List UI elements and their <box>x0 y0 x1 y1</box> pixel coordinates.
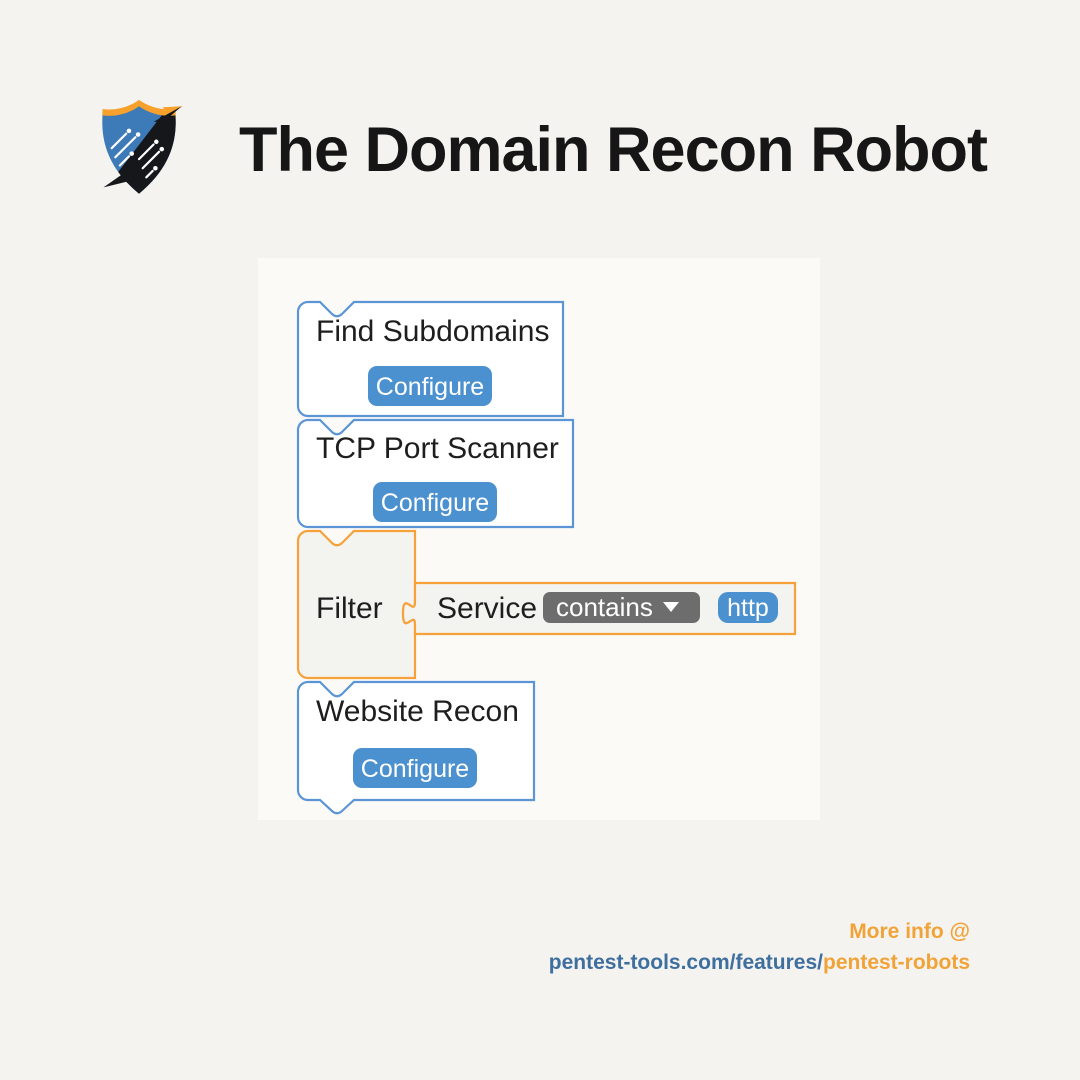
block-find-subdomains[interactable]: Find Subdomains Configure <box>296 300 565 418</box>
filter-operator-dropdown[interactable]: contains <box>543 592 700 623</box>
logo-circuit-dots <box>126 128 165 171</box>
footer-more-info: More info @ <box>849 920 970 943</box>
block-website-recon-label: Website Recon <box>316 695 519 728</box>
block-tcp-port-scanner-shape[interactable] <box>296 418 575 529</box>
pentest-tools-shield-logo <box>102 99 183 194</box>
block-find-subdomains-label: Find Subdomains <box>316 315 549 348</box>
configure-button-label: Configure <box>381 489 489 517</box>
find-subdomains-configure-button[interactable]: Configure <box>368 366 492 406</box>
filter-value-field[interactable]: http <box>718 592 778 623</box>
footer: More info @ pentest-tools.com/features/p… <box>549 916 970 978</box>
logo-black-bottom-tip <box>103 172 138 188</box>
logo-orange-tip <box>162 106 183 115</box>
caret-down-icon <box>663 602 679 612</box>
footer-link-highlight[interactable]: pentest-robots <box>823 951 970 974</box>
filter-field-label: Service <box>437 592 537 625</box>
logo-circuit-lines <box>110 132 161 179</box>
footer-link-base[interactable]: pentest-tools.com/features/ <box>548 951 823 974</box>
tcp-port-scanner-configure-button[interactable]: Configure <box>373 482 497 522</box>
configure-button-label: Configure <box>376 373 484 401</box>
configure-button-label: Configure <box>361 755 469 783</box>
block-website-recon[interactable]: Website Recon Configure <box>296 680 536 815</box>
block-find-subdomains-shape[interactable] <box>296 300 565 418</box>
block-filter[interactable]: Filter <box>296 529 417 680</box>
filter-value-text: http <box>727 594 769 622</box>
header: The Domain Recon Robot <box>0 85 1080 215</box>
block-tcp-port-scanner[interactable]: TCP Port Scanner Configure <box>296 418 575 529</box>
workflow-canvas: Find Subdomains Configure TCP Port Scann… <box>296 300 797 815</box>
footer-link[interactable]: pentest-tools.com/features/pentest-robot… <box>549 947 970 978</box>
filter-condition-block[interactable]: Service contains http <box>401 581 797 636</box>
block-filter-label: Filter <box>316 592 383 625</box>
website-recon-configure-button[interactable]: Configure <box>353 748 477 788</box>
filter-operator-value: contains <box>556 592 653 622</box>
page-title: The Domain Recon Robot <box>239 115 988 185</box>
block-tcp-port-scanner-label: TCP Port Scanner <box>316 432 559 465</box>
